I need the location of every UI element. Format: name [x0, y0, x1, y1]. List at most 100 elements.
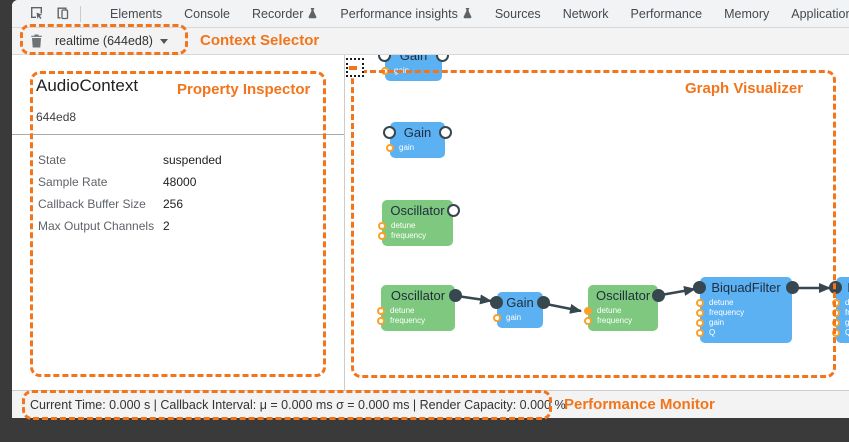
node-title: Gain [506, 295, 534, 310]
output-port-icon [436, 55, 449, 62]
tab-performance-insights[interactable]: Performance insights [329, 0, 483, 27]
inspect-element-button[interactable] [26, 4, 46, 24]
tab-label: Elements [110, 6, 163, 21]
node-param-q: Q [696, 328, 792, 338]
node-title: Gain [403, 125, 432, 140]
tab-label: Application [791, 6, 849, 21]
param-port-icon [832, 309, 840, 317]
param-port-icon [696, 329, 704, 337]
audio-node-gain-3[interactable]: Gain gain [490, 292, 550, 328]
tab-label: Sources [494, 6, 541, 21]
property-value: 48000 [163, 175, 197, 189]
param-label: gain [506, 313, 522, 322]
param-port-icon [381, 67, 389, 75]
input-port-icon [378, 55, 391, 62]
property-label: Max Output Channels [38, 219, 155, 233]
device-toolbar-icon [55, 5, 70, 23]
param-label: frequency [391, 231, 427, 240]
param-label: gain [845, 318, 849, 327]
node-param-frequency: frequency [696, 308, 792, 318]
tab-performance[interactable]: Performance [620, 0, 714, 27]
tab-recorder[interactable]: Recorder [241, 0, 329, 27]
node-param-gain: gain [386, 143, 445, 153]
param-label: detune [390, 306, 415, 315]
node-title: Gain [399, 55, 428, 63]
param-label: frequency [709, 308, 745, 317]
node-param-list: gain [381, 66, 442, 81]
output-port-icon [447, 204, 460, 217]
param-label: detune [845, 298, 849, 307]
tab-console[interactable]: Console [173, 0, 241, 27]
node-param-frequency: frequency [378, 231, 453, 241]
param-port-icon [377, 307, 385, 315]
node-param-q: Q [832, 328, 849, 338]
input-port-icon [693, 281, 706, 294]
node-param-detune: detune [832, 298, 849, 308]
param-port-icon [584, 307, 592, 315]
param-label: gain [709, 318, 725, 327]
node-title: Oscillator [390, 203, 445, 218]
tab-label: Performance [630, 6, 703, 21]
param-label: Q [845, 328, 849, 337]
output-port-icon [652, 289, 665, 302]
param-port-icon [584, 317, 592, 325]
context-selector-value: realtime (644ed8) [55, 34, 153, 48]
param-port-icon [696, 299, 704, 307]
output-port-icon [537, 296, 550, 309]
tab-elements[interactable]: Elements [99, 0, 173, 27]
node-param-detune: detune [584, 306, 658, 316]
tab-memory[interactable]: Memory [713, 0, 780, 27]
chevron-down-icon [159, 38, 168, 44]
param-port-icon [832, 299, 840, 307]
property-label: Sample Rate [38, 175, 108, 189]
tab-label: Performance insights [340, 6, 458, 21]
context-selector-dropdown[interactable]: realtime (644ed8) [55, 34, 168, 48]
audio-node-gain-2[interactable]: Gain gain [383, 122, 452, 158]
tab-label: Network [562, 6, 609, 21]
toolbar-divider [80, 5, 81, 22]
inspector-divider [12, 134, 344, 135]
property-value: 256 [163, 197, 184, 211]
tab-application[interactable]: Application [780, 0, 849, 27]
input-port-icon [829, 281, 842, 294]
param-label: gain [394, 66, 410, 75]
graph-edge [660, 285, 696, 297]
node-param-list: gain [386, 143, 445, 158]
audio-node-gain-1[interactable]: Gain gain [378, 55, 449, 81]
graph-edge [456, 294, 492, 305]
param-port-icon [378, 222, 386, 230]
tab-network[interactable]: Network [552, 0, 620, 27]
param-port-icon [696, 319, 704, 327]
tab-label: Memory [724, 6, 770, 21]
device-toolbar-button[interactable] [52, 4, 72, 24]
performance-monitor-bar: Current Time: 0.000 s | Callback Interva… [12, 390, 849, 418]
trash-icon [30, 34, 43, 51]
output-port-icon [449, 289, 462, 302]
output-port-icon [786, 281, 799, 294]
node-param-frequency: frequency [377, 316, 455, 326]
node-title: Oscillator [596, 288, 651, 303]
clear-contexts-button[interactable] [29, 34, 43, 48]
param-label: frequency [845, 308, 849, 317]
node-param-detune: detune [377, 306, 455, 316]
node-param-gain: gain [832, 318, 849, 328]
node-param-gain: gain [381, 66, 442, 76]
tab-sources[interactable]: Sources [484, 0, 552, 27]
input-port-icon [383, 126, 396, 139]
node-title: BiquadFilter [711, 280, 781, 295]
param-port-icon [386, 144, 394, 152]
